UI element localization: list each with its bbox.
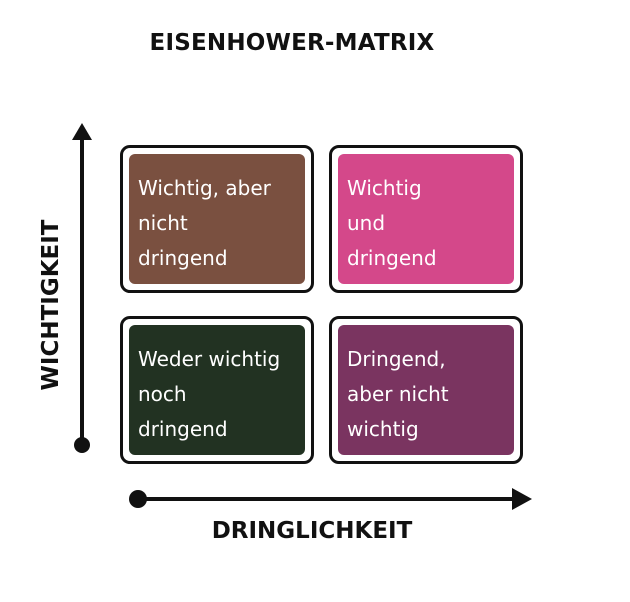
x-axis-label: DRINGLICHKEIT [211, 518, 413, 544]
quadrant-fill: Weder wichtig noch dringend [129, 325, 305, 455]
quadrant-label: Wichtig, aber nicht dringend [138, 176, 271, 270]
y-axis-arrowhead [72, 123, 92, 140]
quadrant-fill: Wichtig, aber nicht dringend [129, 154, 305, 284]
quadrant-urgent-not-important: Dringend, aber nicht wichtig [329, 316, 523, 464]
quadrant-neither: Weder wichtig noch dringend [120, 316, 314, 464]
x-axis-arrowhead [512, 488, 532, 510]
quadrant-label: Weder wichtig noch dringend [138, 347, 281, 441]
quadrant-fill: Wichtig und dringend [338, 154, 514, 284]
quadrant-important-not-urgent: Wichtig, aber nicht dringend [120, 145, 314, 293]
y-axis-arrow [72, 123, 92, 453]
quadrant-important-and-urgent: Wichtig und dringend [329, 145, 523, 293]
quadrant-label: Dringend, aber nicht wichtig [347, 347, 449, 441]
quadrant-fill: Dringend, aber nicht wichtig [338, 325, 514, 455]
quadrant-label: Wichtig und dringend [347, 176, 437, 270]
y-axis-origin-dot [74, 437, 90, 453]
matrix-title: EISENHOWER-MATRIX [149, 30, 435, 56]
x-axis-origin-dot [129, 490, 147, 508]
x-axis-arrow [129, 488, 532, 510]
y-axis-label: WICHTIGKEIT [38, 219, 64, 391]
